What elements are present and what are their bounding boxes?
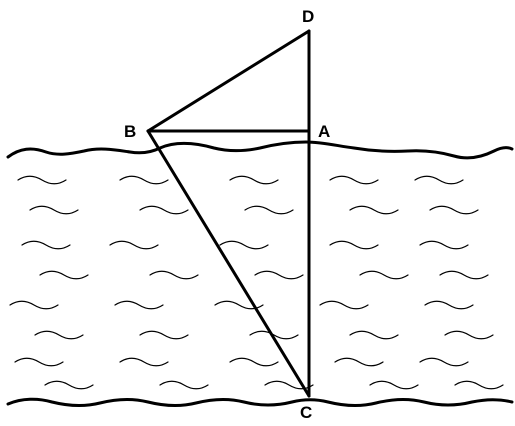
label-point-B: B (124, 122, 136, 141)
water-ripple (119, 357, 169, 367)
label-point-D: D (302, 7, 314, 26)
water-ripple (419, 357, 469, 367)
water-ripple (119, 175, 169, 185)
water-ripple (29, 205, 79, 215)
water-ripple (9, 300, 59, 310)
water-ripple (454, 380, 504, 390)
water-ripple (139, 330, 189, 340)
water-ripple (219, 240, 269, 250)
water-ripple (17, 175, 67, 185)
water-ripple (369, 380, 419, 390)
water-ripple (14, 357, 64, 367)
water-ripple (329, 175, 379, 185)
upper-riverbank (6, 140, 514, 160)
water-ripple (429, 205, 479, 215)
label-point-C: C (300, 403, 312, 422)
water-ripple (34, 330, 84, 340)
water-ripple (244, 205, 294, 215)
water-ripple (414, 175, 464, 185)
water-ripple (114, 300, 164, 310)
segment-BC (146, 129, 311, 398)
water-ripple (349, 330, 399, 340)
water-ripple (329, 240, 379, 250)
water-ripple (39, 270, 89, 280)
segment-BD (146, 29, 311, 133)
label-point-A: A (318, 122, 330, 141)
water-ripple (229, 175, 279, 185)
lower-riverbank (6, 397, 514, 407)
water-ripple (159, 380, 209, 390)
water-ripple (254, 270, 304, 280)
water-ripple (249, 330, 299, 340)
water-ripple (21, 240, 71, 250)
water-ripple (359, 270, 409, 280)
water-ripple (229, 357, 279, 367)
water-ripples (9, 175, 504, 390)
water-ripple (109, 240, 159, 250)
water-ripple (424, 300, 474, 310)
water-ripple (264, 380, 314, 390)
water-ripple (439, 270, 489, 280)
water-ripple (139, 205, 189, 215)
water-ripple (444, 330, 494, 340)
water-ripple (44, 380, 94, 390)
water-ripple (419, 240, 469, 250)
water-ripple (319, 300, 369, 310)
water-ripple (149, 270, 199, 280)
water-ripple (334, 357, 384, 367)
water-ripple (349, 205, 399, 215)
